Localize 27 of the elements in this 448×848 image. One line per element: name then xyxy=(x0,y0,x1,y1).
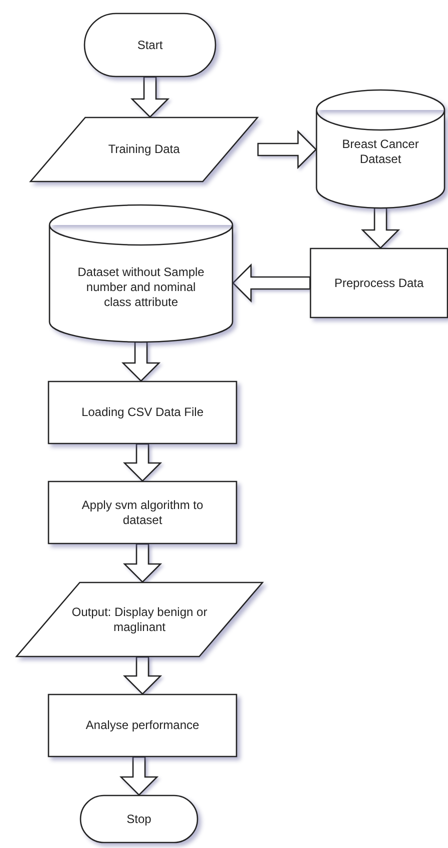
database-cylinder xyxy=(316,90,445,208)
block-arrow xyxy=(232,263,311,303)
block-arrow xyxy=(121,341,161,382)
process-box xyxy=(310,248,448,318)
node-label: Analyse performance xyxy=(86,718,200,733)
block-arrow xyxy=(122,443,162,482)
node-label: Dataset without Sample number and nominal class attribute xyxy=(76,264,206,310)
data-parallelogram xyxy=(30,117,258,182)
block-arrow xyxy=(122,656,162,695)
node-label: Preprocess Data xyxy=(334,276,424,290)
process-box xyxy=(48,381,237,444)
node-label: Apply svm algorithm to dataset xyxy=(80,498,204,528)
process-box xyxy=(48,694,237,757)
node-label: Stop xyxy=(126,812,152,826)
node-label: Breast Cancer Dataset xyxy=(341,137,420,167)
node-label: Start xyxy=(137,38,163,52)
block-arrow xyxy=(122,543,162,583)
block-arrow xyxy=(119,756,159,796)
node-label: Output: Display benign or maglinant xyxy=(70,604,208,634)
block-arrow xyxy=(257,130,317,170)
data-parallelogram xyxy=(16,582,263,657)
node-label: Training Data xyxy=(108,142,180,157)
block-arrow xyxy=(130,76,170,118)
process-box xyxy=(48,481,237,544)
block-arrow xyxy=(360,207,400,249)
node-label: Loading CSV Data File xyxy=(81,405,204,420)
database-cylinder xyxy=(49,205,233,342)
